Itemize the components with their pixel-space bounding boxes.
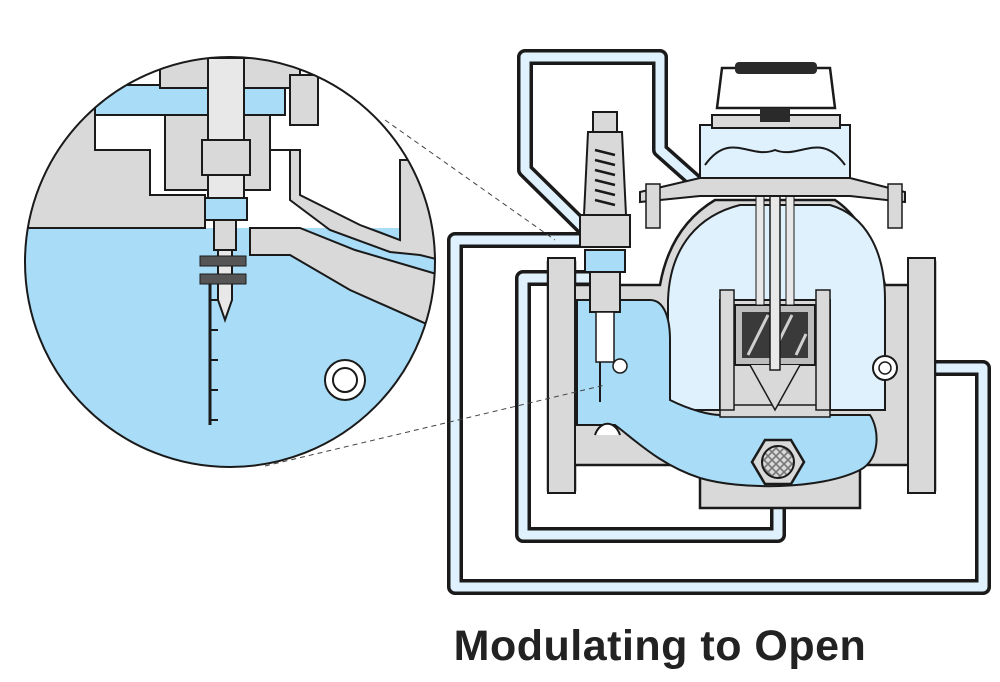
main-valve bbox=[546, 62, 937, 510]
magnifier-circle-icon bbox=[24, 56, 606, 468]
pilot-valve bbox=[579, 111, 631, 402]
diagram-caption: Modulating to Open bbox=[453, 622, 867, 670]
inlet-water bbox=[576, 299, 878, 488]
pilot-tubing bbox=[447, 49, 991, 595]
outlet-port bbox=[872, 355, 898, 381]
strainer-icon bbox=[750, 438, 806, 486]
